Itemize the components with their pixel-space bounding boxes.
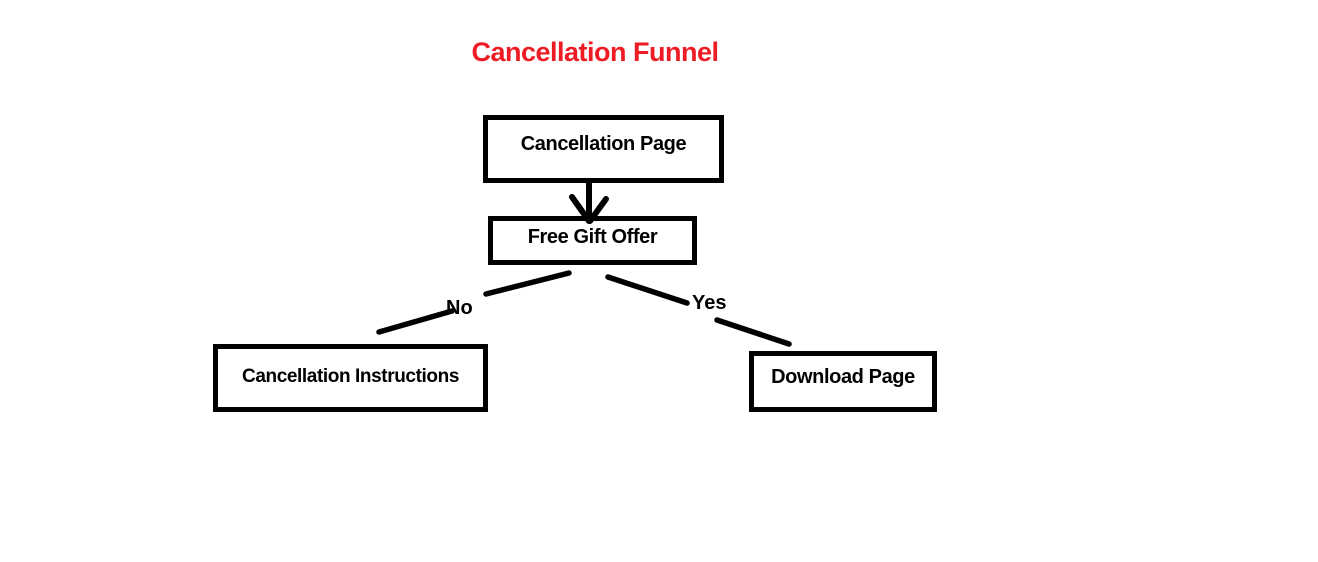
edge-label-yes: Yes [692, 292, 727, 314]
edge-label-no: No [446, 297, 473, 319]
node-label-cancellation-instructions: Cancellation Instructions [242, 366, 459, 387]
edge-line-no-lower [376, 308, 455, 335]
node-cancellation-instructions: Cancellation Instructions [213, 344, 488, 412]
node-download-page: Download Page [749, 351, 937, 412]
edge-line-yes-upper [605, 274, 690, 306]
edge-line-no-upper [483, 270, 572, 297]
node-label-download-page: Download Page [771, 366, 915, 388]
edge-line-yes-lower [714, 317, 792, 347]
node-label-cancellation-page: Cancellation Page [520, 132, 687, 155]
node-label-free-gift-offer: Free Gift Offer [527, 226, 658, 248]
node-free-gift-offer: Free Gift Offer [488, 216, 697, 265]
diagram-title: Cancellation Funnel [471, 37, 719, 67]
node-cancellation-page: Cancellation Page [483, 115, 724, 183]
